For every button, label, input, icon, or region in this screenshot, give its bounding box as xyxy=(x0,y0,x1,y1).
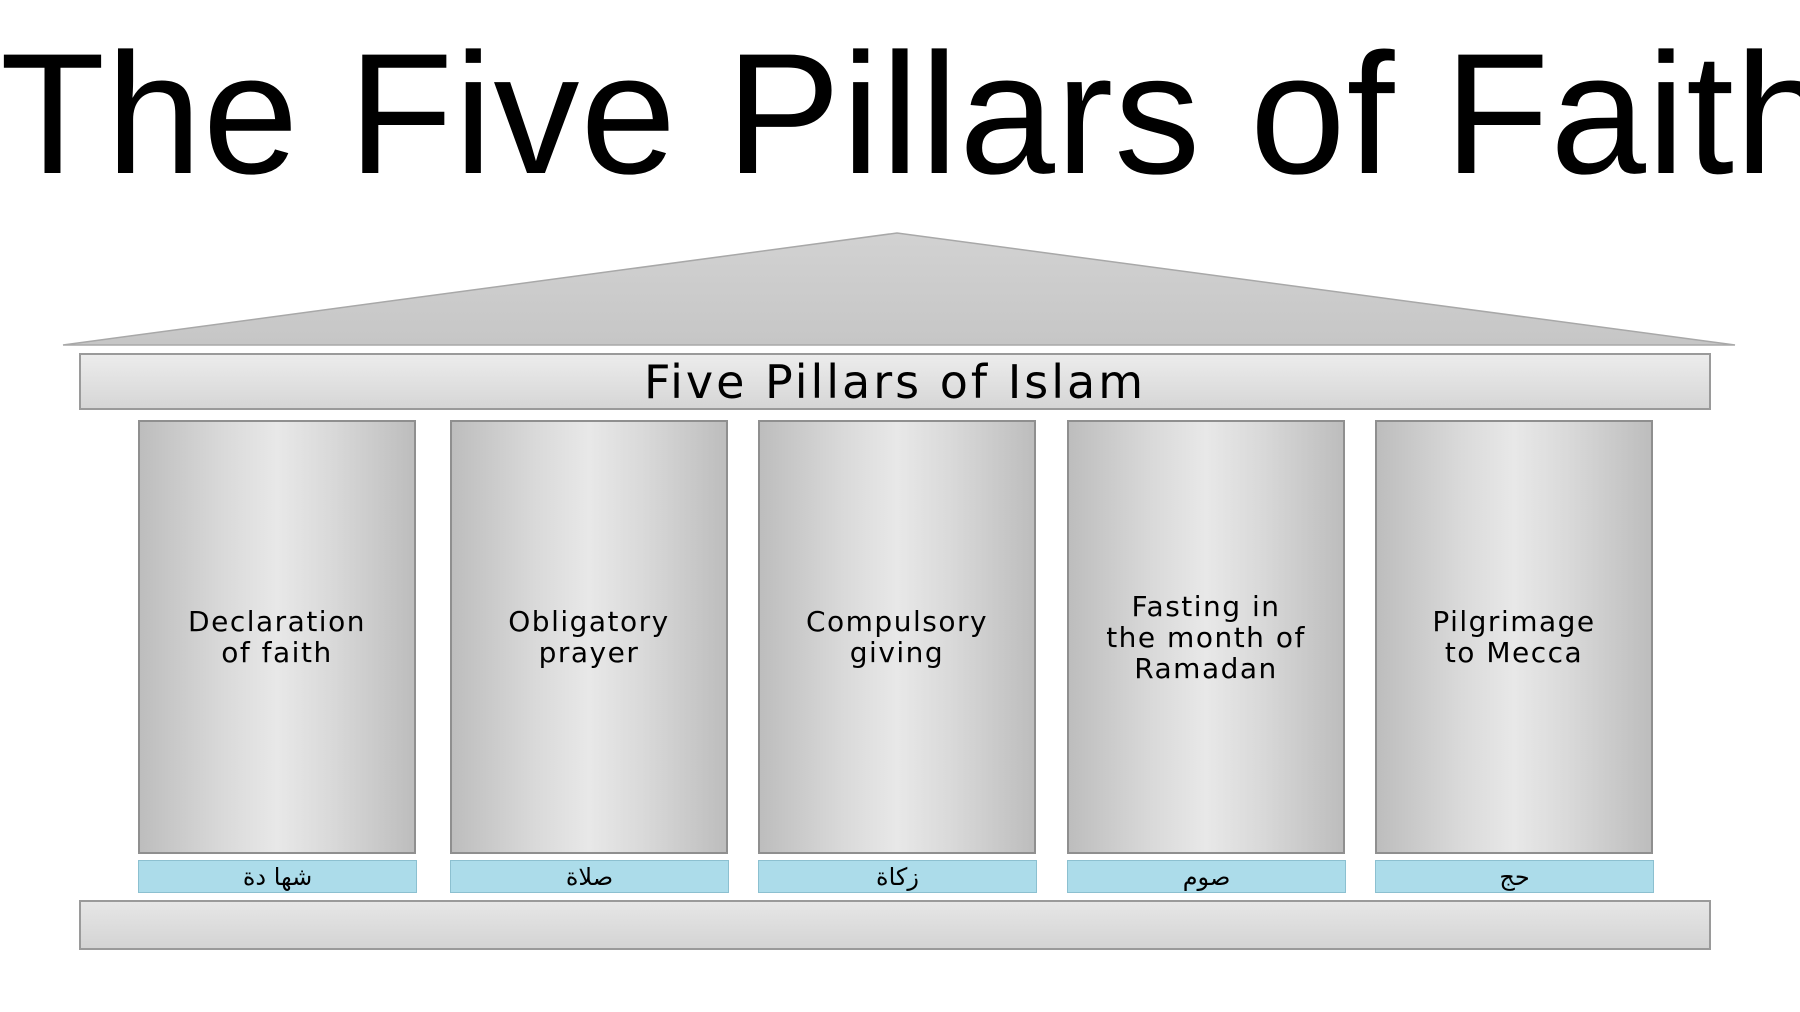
temple-base xyxy=(79,900,1711,950)
pillar-compulsory-giving: Compulsory giving xyxy=(758,420,1036,854)
page-title: The Five Pillars of Faith xyxy=(0,18,1800,210)
pillar-label: Compulsory giving xyxy=(805,605,989,669)
pillar-label: Declaration of faith xyxy=(188,605,366,669)
pillar-label: Fasting in the month of Ramadan xyxy=(1106,589,1306,685)
architrave-label: Five Pillars of Islam xyxy=(643,354,1147,409)
pillar-fasting-ramadan: Fasting in the month of Ramadan xyxy=(1067,420,1345,854)
pillar-arabic-hajj: حج xyxy=(1375,860,1654,893)
pillar-obligatory-prayer: Obligatory prayer xyxy=(450,420,728,854)
pillar-arabic-zakat: زكاة xyxy=(758,860,1037,893)
pillar-label: Obligatory prayer xyxy=(508,605,670,669)
pillar-declaration-of-faith: Declaration of faith xyxy=(138,420,416,854)
pillar-label: Pilgrimage to Mecca xyxy=(1432,605,1596,669)
pillar-pilgrimage-mecca: Pilgrimage to Mecca xyxy=(1375,420,1653,854)
temple-architrave: Five Pillars of Islam xyxy=(79,353,1711,410)
pillar-arabic-shahada: شها دة xyxy=(138,860,417,893)
pillar-arabic-salat: صلاة xyxy=(450,860,729,893)
roof-pediment xyxy=(62,232,1736,346)
pillar-arabic-sawm: صوم xyxy=(1067,860,1346,893)
